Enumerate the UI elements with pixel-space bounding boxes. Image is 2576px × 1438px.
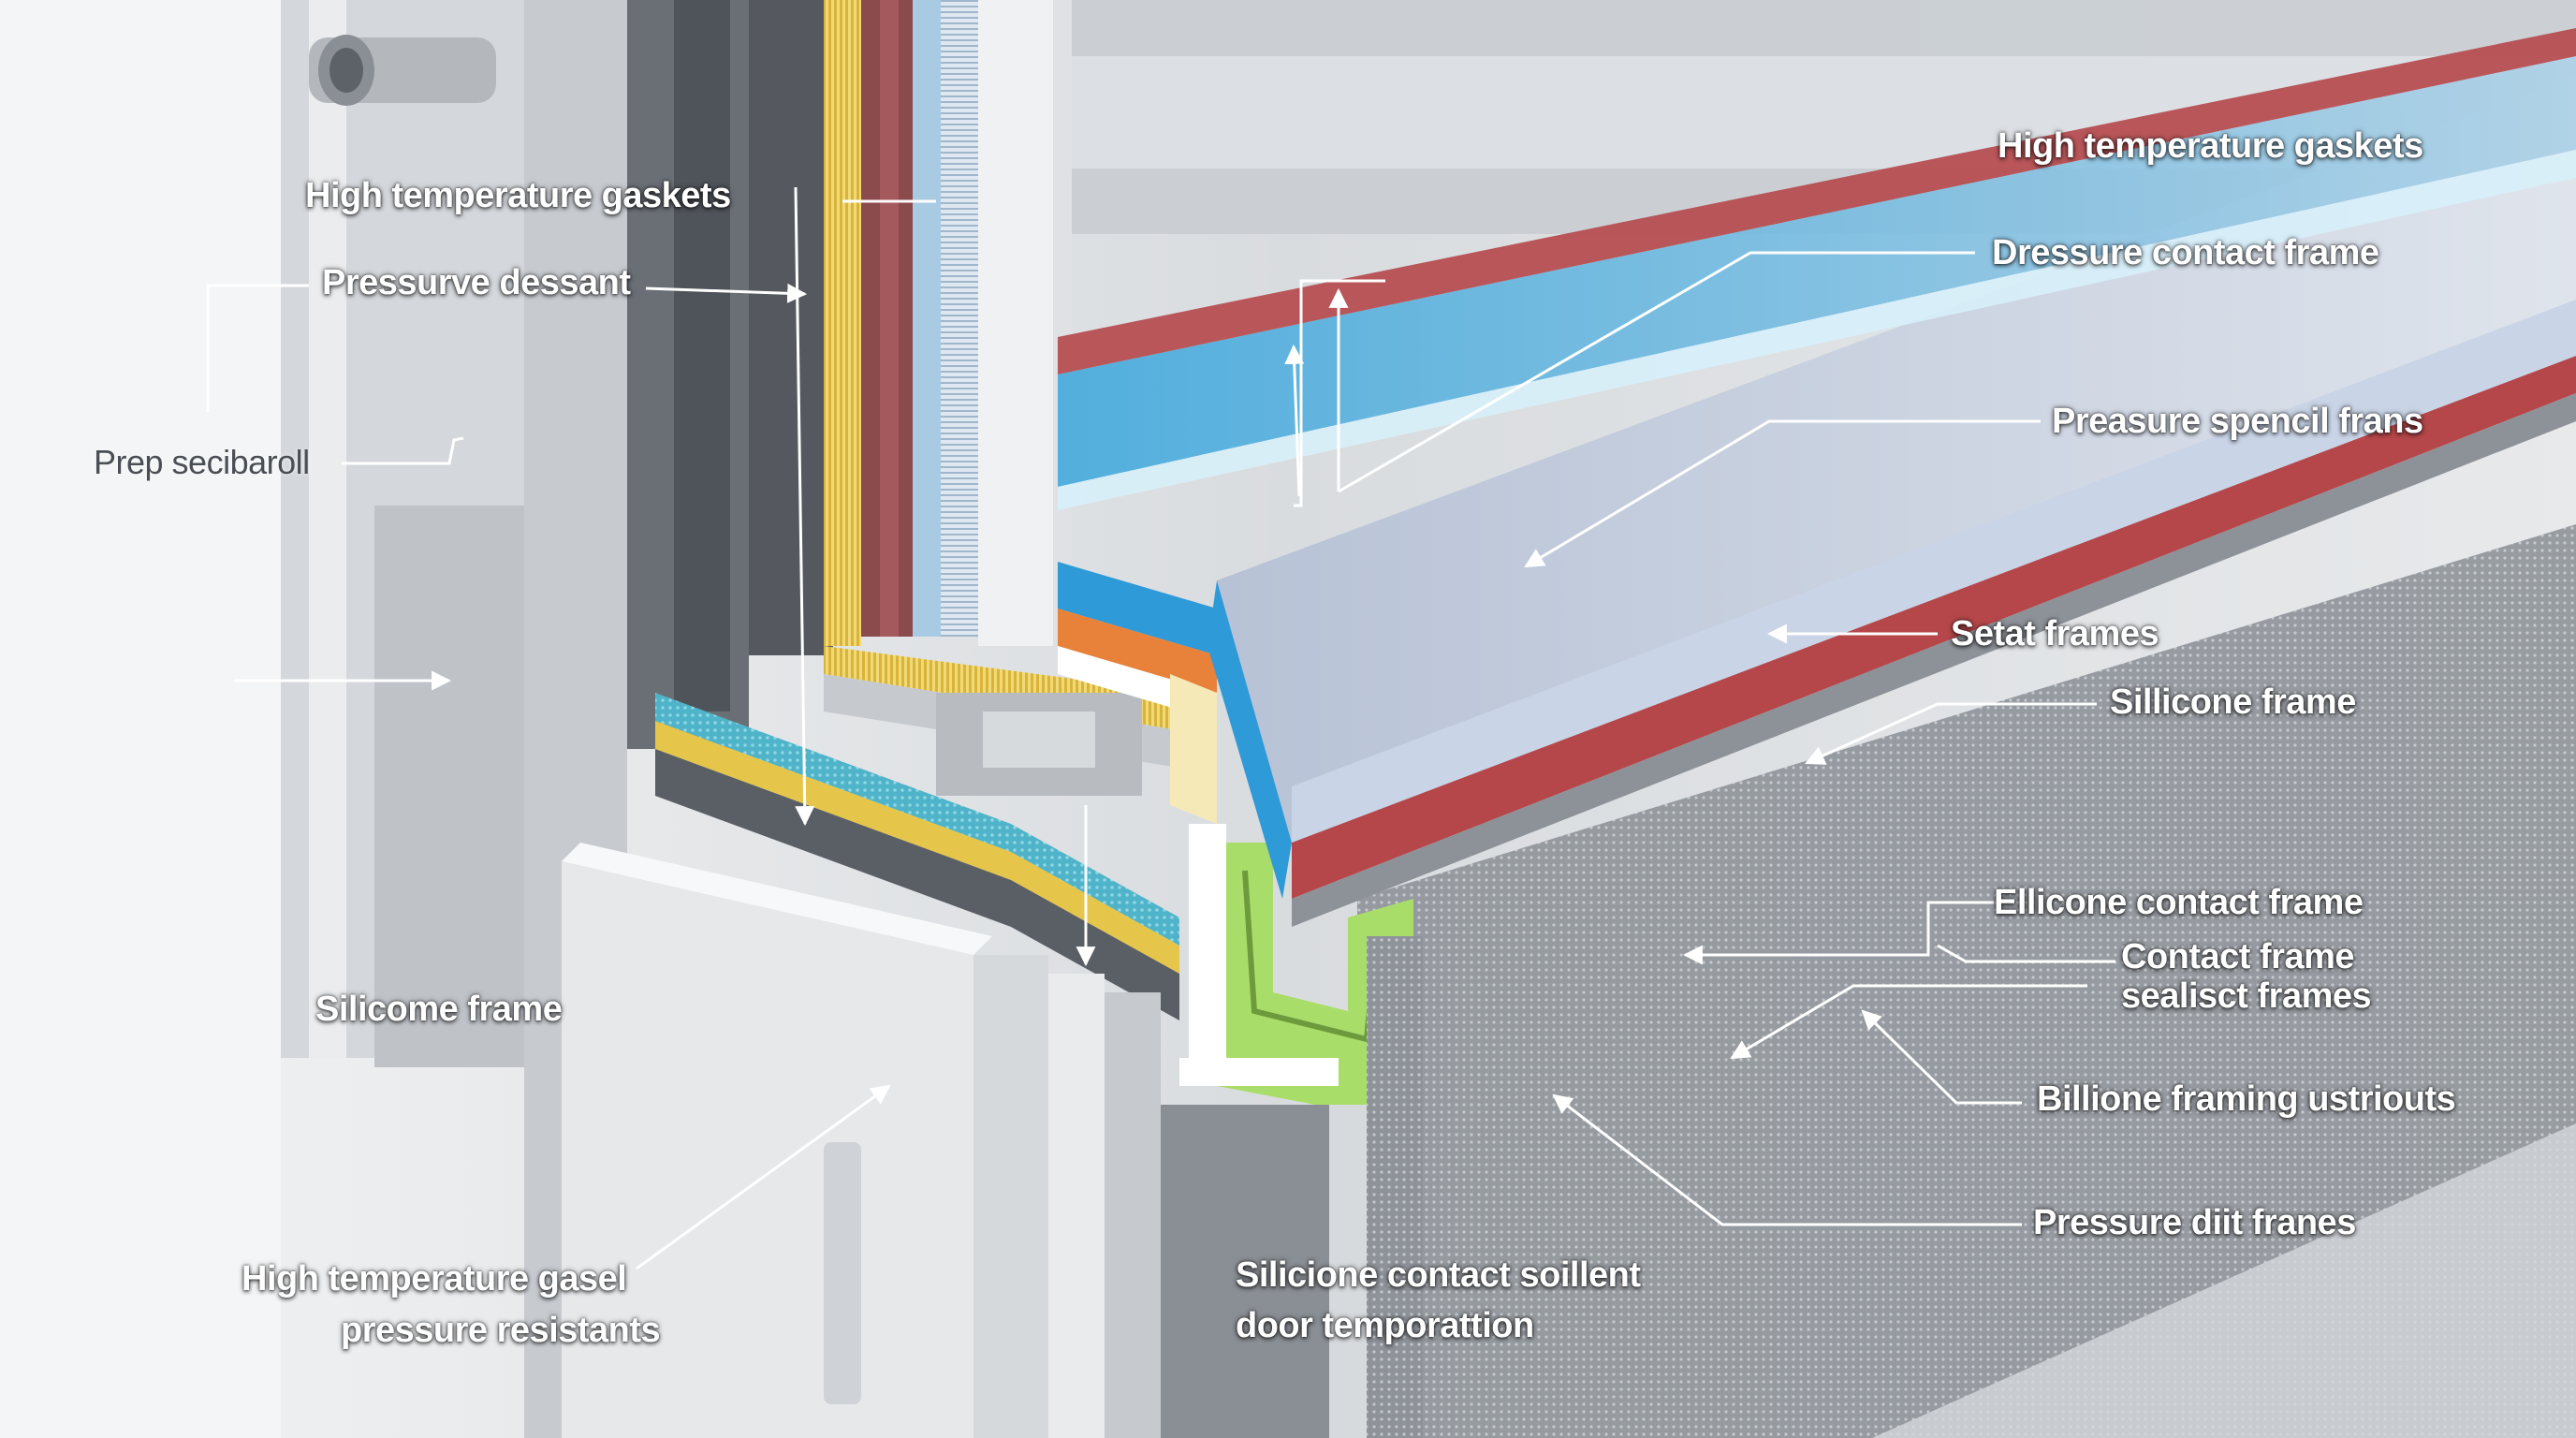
label-pressure-diit-franes: Pressure diit franes xyxy=(2033,1203,2356,1242)
label-high-temperature-gaskets-right: High temperature gaskets xyxy=(1998,126,2423,166)
label-high-temperature-gaskets-left: High temperature gaskets xyxy=(305,176,731,215)
label-setat-frames: Setat frames xyxy=(1951,614,2159,653)
label-billione-framing: Billione framing ustriouts xyxy=(2037,1079,2456,1119)
label-silicione-contact-line1: Silicione contact soillent xyxy=(1236,1255,1641,1295)
label-contact-frame-line1: Contact frame xyxy=(2121,937,2355,976)
label-sillicone-frame: Sillicone frame xyxy=(2110,682,2356,722)
label-pressurve-dessant: Pressurve dessant xyxy=(322,263,631,302)
label-dressure-contact-frame: Dressure contact frame xyxy=(1992,233,2379,272)
label-high-temperature-gasel-line2: pressure resistants xyxy=(341,1311,661,1350)
label-contact-frame-line2: sealisct frames xyxy=(2121,976,2372,1016)
label-ellicone-contact-frame: Ellicone contact frame xyxy=(1994,883,2364,922)
label-prep-secibaroll: Prep secibaroll xyxy=(94,443,310,481)
label-preasure-spencil-frans: Preasure spencil frans xyxy=(2052,402,2423,441)
label-high-temperature-gasel-line1: High temperature gasel xyxy=(242,1259,627,1299)
label-silicome-frame: Silicome frame xyxy=(315,990,563,1029)
label-silicione-contact-line2: door temporattion xyxy=(1236,1306,1534,1345)
